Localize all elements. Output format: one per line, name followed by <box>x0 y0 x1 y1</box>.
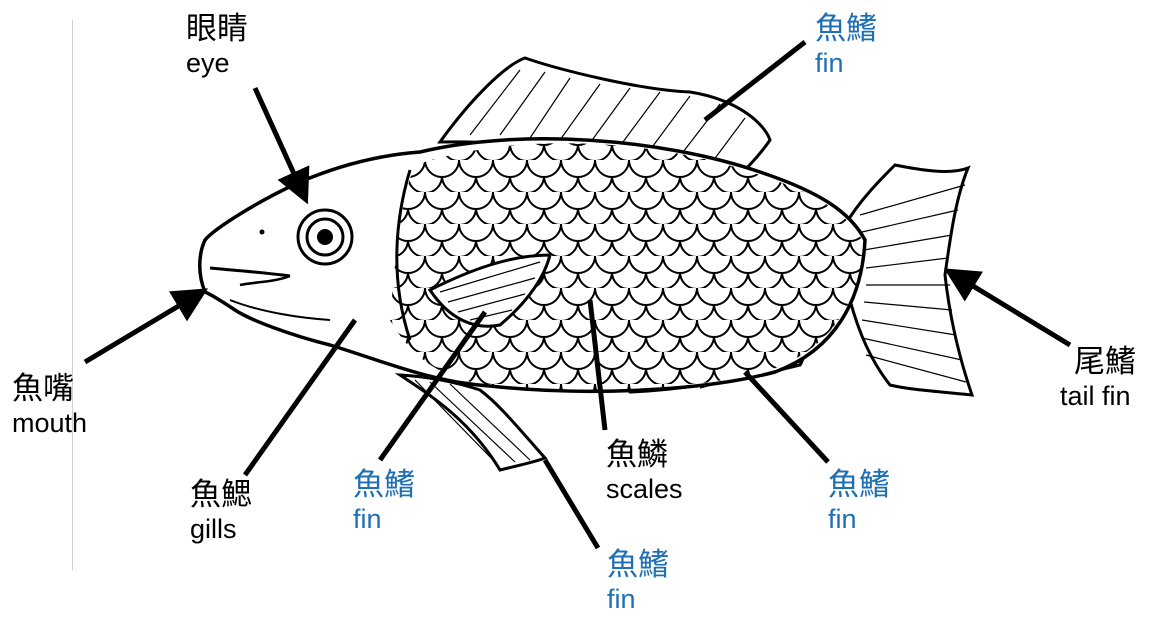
label-pelvic-fin-zh: 魚鰭 <box>607 548 669 584</box>
label-gills-en: gills <box>190 514 252 545</box>
label-eye-en: eye <box>186 48 248 79</box>
label-mouth-en: mouth <box>12 408 87 439</box>
pointer-gills <box>245 320 355 475</box>
label-anal-fin-en: fin <box>828 504 890 535</box>
label-anal-fin-zh: 魚鰭 <box>828 468 890 504</box>
label-dorsal-fin: 魚鰭 fin <box>815 12 877 79</box>
pointer-anal-fin <box>745 372 828 462</box>
label-dorsal-fin-zh: 魚鰭 <box>815 12 877 48</box>
tail-fin <box>845 165 972 395</box>
pointer-eye <box>255 88 305 198</box>
label-eye: 眼睛 eye <box>186 12 248 79</box>
label-scales: 魚鱗 scales <box>606 438 683 505</box>
pointer-tail-fin <box>950 272 1070 345</box>
label-mouth: 魚嘴 mouth <box>12 372 87 439</box>
label-gills-zh: 魚鰓 <box>190 478 252 514</box>
label-scales-zh: 魚鱗 <box>606 438 683 474</box>
label-dorsal-fin-en: fin <box>815 48 877 79</box>
label-pectoral-fin-en: fin <box>353 504 415 535</box>
label-tail-fin: 尾鰭 tail fin <box>1060 345 1136 412</box>
pointer-dorsal-fin <box>705 42 805 120</box>
pointer-mouth <box>85 292 202 362</box>
label-tail-fin-en: tail fin <box>1060 381 1136 412</box>
label-anal-fin: 魚鰭 fin <box>828 468 890 535</box>
label-pectoral-fin: 魚鰭 fin <box>353 468 415 535</box>
label-eye-zh: 眼睛 <box>186 12 248 48</box>
label-mouth-zh: 魚嘴 <box>12 372 87 408</box>
label-scales-en: scales <box>606 474 683 505</box>
label-pelvic-fin-en: fin <box>607 584 669 615</box>
label-tail-fin-zh: 尾鰭 <box>1060 345 1136 381</box>
pointer-pelvic-fin <box>545 460 598 548</box>
label-gills: 魚鰓 gills <box>190 478 252 545</box>
fish-eye <box>298 210 352 264</box>
label-pectoral-fin-zh: 魚鰭 <box>353 468 415 504</box>
label-pelvic-fin: 魚鰭 fin <box>607 548 669 615</box>
